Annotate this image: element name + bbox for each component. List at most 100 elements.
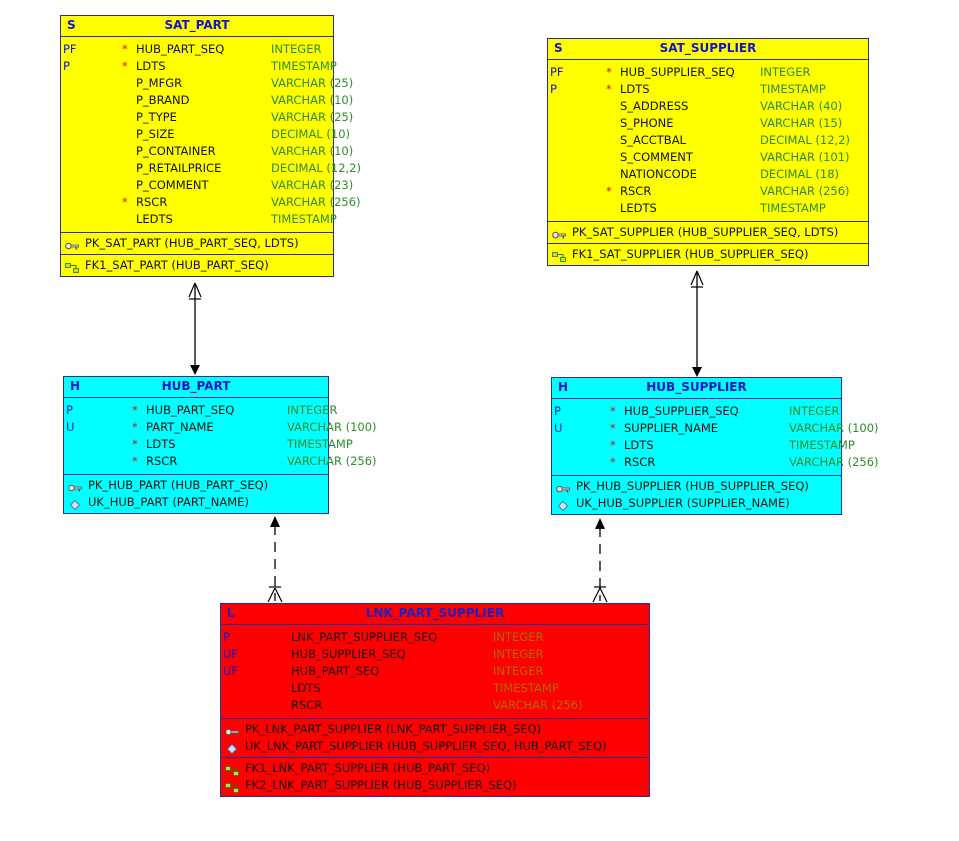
column-type: VARCHAR (100) xyxy=(789,421,879,435)
constraint-row[interactable]: FK1_SAT_SUPPLIER (HUB_SUPPLIER_SEQ) xyxy=(548,246,868,263)
column-key-flag: P xyxy=(554,404,561,418)
constraint-row[interactable]: FK1_LNK_PART_SUPPLIER (HUB_PART_SEQ) xyxy=(221,760,649,777)
column-name: P_COMMENT xyxy=(136,178,209,192)
column-row[interactable]: S_ADDRESS VARCHAR (40) xyxy=(548,98,868,115)
relationship-lnk-hub-supplier[interactable] xyxy=(592,518,608,603)
pk-constraint-list: PK_HUB_PART (HUB_PART_SEQ)UK_HUB_PART (P… xyxy=(64,475,328,513)
constraint-row[interactable]: FK1_SAT_PART (HUB_PART_SEQ) xyxy=(61,257,333,274)
relationship-sat-supplier-hub-supplier[interactable] xyxy=(690,270,704,377)
column-type: VARCHAR (101) xyxy=(760,150,850,164)
pk-key-icon xyxy=(552,228,566,239)
column-name: RSCR xyxy=(291,698,323,712)
constraint-row[interactable]: PK_LNK_PART_SUPPLIER (LNK_PART_SUPPLIER_… xyxy=(221,721,649,738)
column-name: RSCR xyxy=(624,455,656,469)
column-type: VARCHAR (256) xyxy=(760,184,850,198)
constraint-row[interactable]: PK_HUB_PART (HUB_PART_SEQ) xyxy=(64,477,328,494)
relationship-sat-part-hub-part[interactable] xyxy=(188,282,202,375)
column-mandatory-mark: * xyxy=(606,82,612,96)
column-type: VARCHAR (256) xyxy=(287,454,377,468)
entity-type-letter: S xyxy=(67,18,76,32)
fk-icon xyxy=(225,764,239,776)
constraint-row[interactable]: PK_SAT_PART (HUB_PART_SEQ, LDTS) xyxy=(61,235,333,252)
column-key-flag: U xyxy=(554,421,563,435)
pk-key-icon xyxy=(68,481,82,492)
uk-diamond-icon xyxy=(68,498,82,511)
constraint-text: UK_LNK_PART_SUPPLIER (HUB_SUPPLIER_SEQ, … xyxy=(245,739,607,753)
fk-icon xyxy=(65,261,79,273)
entity-name: HUB_SUPPLIER xyxy=(646,380,747,394)
constraint-row[interactable]: UK_HUB_SUPPLIER (SUPPLIER_NAME) xyxy=(552,495,841,512)
entity-type-letter: L xyxy=(227,606,235,620)
column-type: TIMESTAMP xyxy=(287,437,353,451)
column-name: HUB_SUPPLIER_SEQ xyxy=(291,647,406,661)
uk-diamond-icon xyxy=(556,499,570,512)
column-name: S_ADDRESS xyxy=(620,99,689,113)
constraint-row[interactable]: FK2_LNK_PART_SUPPLIER (HUB_SUPPLIER_SEQ) xyxy=(221,777,649,794)
column-name: LDTS xyxy=(136,59,166,73)
column-type: INTEGER xyxy=(789,404,840,418)
column-key-flag: P xyxy=(223,630,230,644)
relationship-lnk-hub-part[interactable] xyxy=(267,516,283,603)
entity-name: LNK_PART_SUPPLIER xyxy=(365,606,505,620)
pk-key-icon xyxy=(225,725,239,736)
constraint-text: UK_HUB_PART (PART_NAME) xyxy=(88,495,249,509)
constraint-row[interactable]: UK_HUB_PART (PART_NAME) xyxy=(64,494,328,511)
constraint-row[interactable]: PK_SAT_SUPPLIER (HUB_SUPPLIER_SEQ, LDTS) xyxy=(548,224,868,241)
column-key-flag: P xyxy=(550,82,557,96)
column-name: LDTS xyxy=(291,681,321,695)
column-type: INTEGER xyxy=(287,403,338,417)
constraint-row[interactable]: PK_HUB_SUPPLIER (HUB_SUPPLIER_SEQ) xyxy=(552,478,841,495)
column-type: VARCHAR (10) xyxy=(271,144,354,158)
column-key-flag: PF xyxy=(550,65,564,79)
column-mandatory-mark: * xyxy=(122,42,128,56)
entity-header[interactable]: L LNK_PART_SUPPLIER xyxy=(221,604,649,625)
column-name: P_TYPE xyxy=(136,110,177,124)
column-type: VARCHAR (40) xyxy=(760,99,843,113)
constraint-row[interactable]: UK_LNK_PART_SUPPLIER (HUB_SUPPLIER_SEQ, … xyxy=(221,738,649,755)
column-name: HUB_PART_SEQ xyxy=(146,403,235,417)
constraint-text: PK_HUB_SUPPLIER (HUB_SUPPLIER_SEQ) xyxy=(576,479,809,493)
